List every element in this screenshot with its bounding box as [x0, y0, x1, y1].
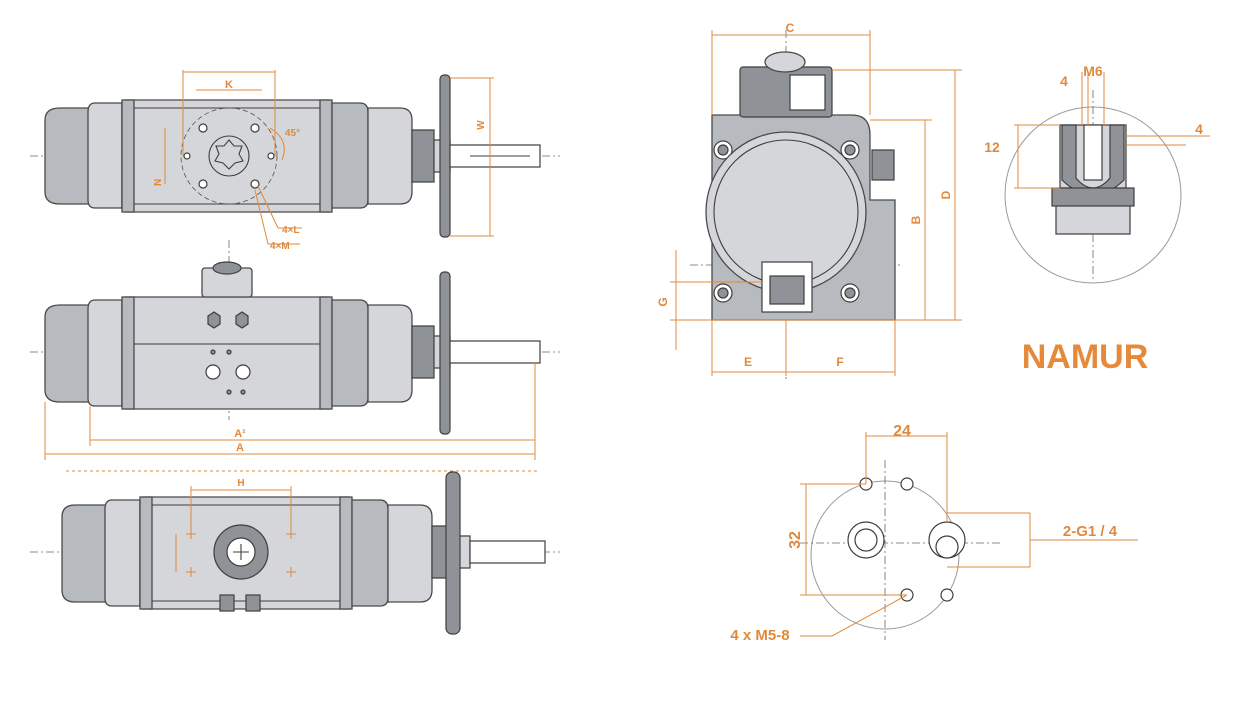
- dim-c-label: C: [786, 21, 795, 35]
- dim-m5-label: 4 x M5-8: [730, 627, 789, 644]
- actuator-end-view: C D B G E F: [656, 21, 962, 380]
- dim-4m-label: 4×M: [270, 241, 290, 252]
- dim-g-label: G: [656, 297, 670, 306]
- dim-a1-label: A¹: [234, 428, 246, 440]
- shaft-detail-m6: M6 4 4 12: [984, 63, 1210, 284]
- namur-pattern: 24 32 2-G1 / 4 4 x M5-8: [730, 423, 1138, 644]
- dim-w-label: W: [476, 120, 487, 130]
- dim-4-top-label: 4: [1060, 73, 1068, 89]
- dim-12-label: 12: [984, 139, 1000, 155]
- dim-4l-label: 4×L: [282, 225, 300, 236]
- actuator-side-view: A¹ A: [30, 240, 560, 460]
- dim-m6-label: M6: [1083, 63, 1103, 79]
- dim-f-label: F: [836, 355, 843, 369]
- dim-angle-label: 45°: [285, 128, 300, 139]
- dim-a-label: A: [236, 442, 244, 454]
- actuator-top-view: K W 45° N 4×L 4×M: [30, 70, 560, 252]
- dim-g14-label: 2-G1 / 4: [1063, 523, 1118, 540]
- dim-24-label: 24: [893, 423, 911, 440]
- dim-h-label: H: [237, 478, 244, 489]
- dim-k-label: K: [225, 79, 233, 91]
- dim-d-label: D: [939, 190, 953, 199]
- namur-title: NAMUR: [1022, 338, 1149, 376]
- actuator-bottom-view: H: [30, 470, 560, 635]
- dim-b-label: B: [909, 215, 923, 224]
- dim-4-right-label: 4: [1195, 121, 1203, 137]
- dim-e-label: E: [744, 355, 752, 369]
- dim-n-label: N: [153, 179, 164, 186]
- dim-32-label: 32: [787, 531, 804, 549]
